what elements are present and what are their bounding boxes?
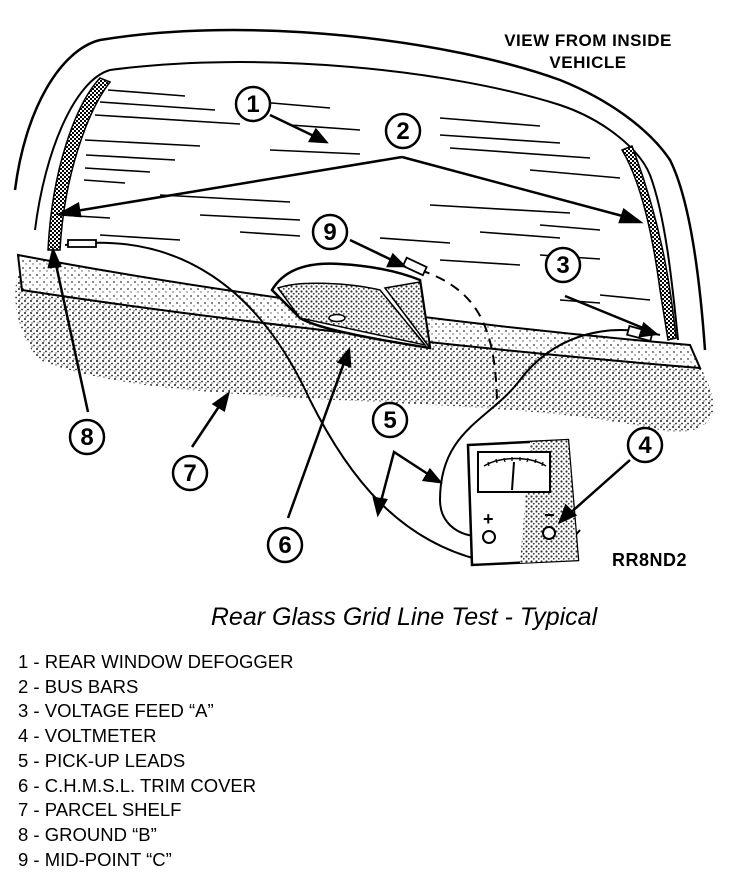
leader-lines — [47, 113, 660, 525]
callout-7: 7 — [171, 454, 209, 492]
legend-list: 1 - REAR WINDOW DEFOGGER 2 - BUS BARS 3 … — [18, 650, 293, 872]
right-bus-bar — [620, 145, 677, 341]
svg-text:8: 8 — [80, 424, 93, 451]
legend-item: 7 - PARCEL SHELF — [18, 799, 182, 821]
view-label-line1: VIEW FROM INSIDE — [504, 31, 672, 50]
svg-text:7: 7 — [183, 460, 196, 487]
left-bus-bar — [47, 77, 112, 251]
legend-item: 6 - C.H.M.S.L. TRIM COVER — [18, 774, 257, 796]
window-frame — [13, 28, 707, 351]
svg-text:4: 4 — [638, 432, 652, 459]
callout-1: 1 — [234, 85, 272, 123]
legend-item: 3 - VOLTAGE FEED “A” — [18, 700, 214, 722]
legend-item: 8 - GROUND “B” — [18, 823, 157, 845]
legend-item: 9 - MID-POINT “C” — [18, 848, 172, 870]
callout-9: 9 — [311, 213, 349, 251]
meter-negative-terminal — [542, 526, 556, 540]
callout-4: 4 — [626, 426, 664, 464]
svg-text:6: 6 — [278, 532, 291, 559]
diagram-figure: + − 1 2 — [13, 28, 714, 567]
bus-bar-leaders — [55, 155, 644, 224]
ground-probe — [67, 239, 97, 248]
legend-item: 2 - BUS BARS — [18, 675, 139, 697]
callout-2: 2 — [384, 112, 422, 150]
legend-item: 4 - VOLTMETER — [18, 725, 157, 747]
svg-text:5: 5 — [383, 407, 396, 434]
pick-up-lead-pointers — [372, 450, 443, 518]
callout-3: 3 — [544, 246, 582, 284]
rear-glass-illustration: + − 1 2 — [13, 28, 714, 567]
callout-5: 5 — [371, 401, 409, 439]
figure-code: RR8ND2 — [612, 550, 688, 570]
svg-text:1: 1 — [246, 91, 259, 118]
meter-positive-terminal — [482, 530, 496, 544]
meter-plus-label: + — [483, 509, 494, 529]
mid-point-probe — [401, 256, 428, 277]
svg-text:9: 9 — [323, 219, 336, 246]
figure-caption: Rear Glass Grid Line Test - Typical — [210, 603, 598, 631]
callout-6: 6 — [266, 526, 304, 564]
chmsl-trim-cover — [270, 262, 432, 350]
callout-8: 8 — [68, 418, 106, 456]
defogger-grid-lines — [59, 89, 651, 304]
voltmeter: + − — [466, 438, 580, 567]
view-label-line2: VEHICLE — [549, 53, 627, 72]
legend-item: 5 - PICK-UP LEADS — [18, 749, 186, 771]
legend-item: 1 - REAR WINDOW DEFOGGER — [18, 651, 294, 672]
meter-minus-label: − — [544, 505, 555, 525]
svg-text:3: 3 — [556, 252, 569, 279]
svg-text:2: 2 — [396, 118, 409, 145]
window-frame-inner — [34, 61, 679, 341]
